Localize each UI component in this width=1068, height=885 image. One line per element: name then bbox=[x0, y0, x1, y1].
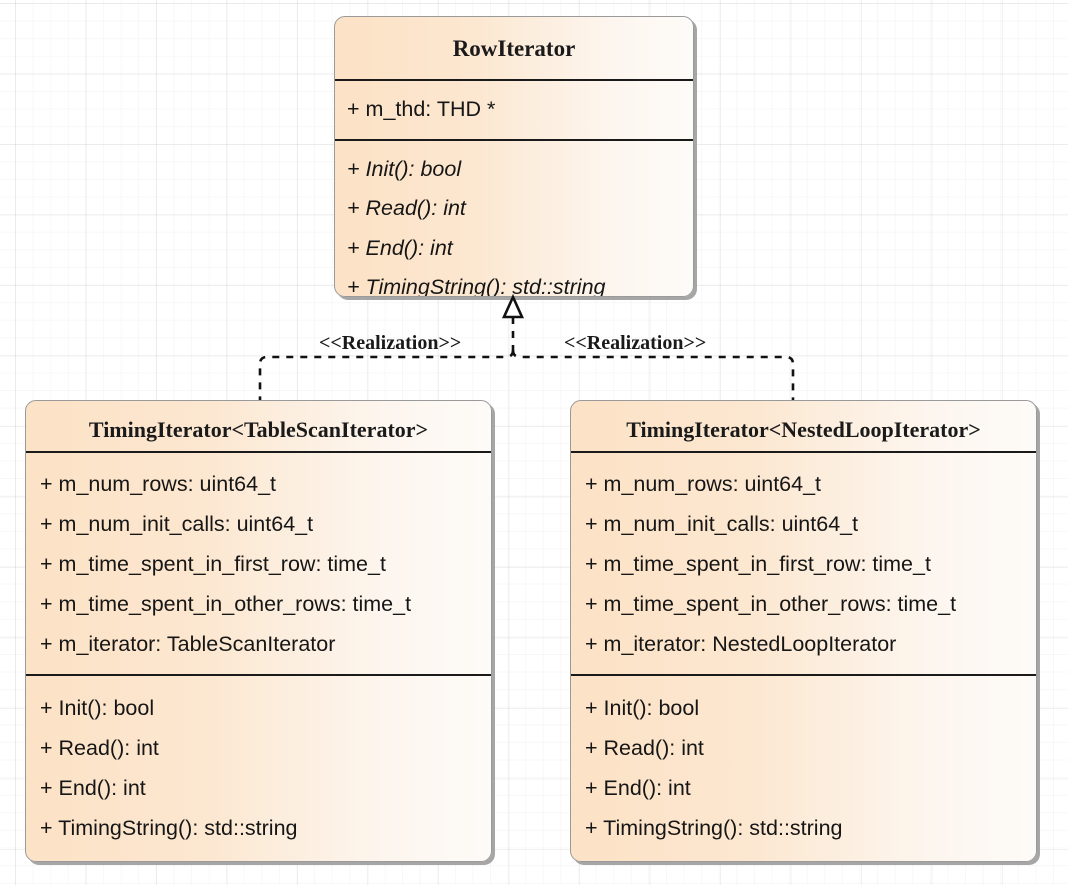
class-attribute: + m_time_spent_in_first_row: time_t bbox=[40, 552, 386, 576]
realization-line-nestedloop[interactable] bbox=[511, 349, 795, 400]
class-title-rowiterator: RowIterator bbox=[452, 36, 576, 61]
realization-stereotype-label-right: <<Realization>> bbox=[564, 332, 707, 354]
compartment-divider bbox=[26, 674, 491, 676]
class-title-timing-iterator-nestedloop: TimingIterator<NestedLoopIterator> bbox=[626, 417, 981, 442]
class-attribute: + m_num_rows: uint64_t bbox=[585, 472, 822, 496]
attributes-compartment: + m_num_rows: uint64_t + m_num_init_call… bbox=[26, 453, 491, 674]
compartment-divider bbox=[335, 138, 693, 141]
operations-compartment: + Init(): bool + Read(): int + End(): in… bbox=[335, 141, 693, 297]
class-operation: + Read(): int bbox=[40, 736, 159, 760]
operations-compartment: + Init(): bool + Read(): int + End(): in… bbox=[571, 676, 1036, 858]
attributes-compartment: + m_thd: THD * bbox=[335, 81, 693, 139]
class-operation: + Read(): int bbox=[347, 196, 466, 220]
class-operation: + End(): int bbox=[347, 235, 453, 260]
class-attribute: + m_thd: THD * bbox=[347, 97, 496, 121]
class-title-timing-iterator-tablescan: TimingIterator<TableScanIterator> bbox=[88, 417, 429, 442]
class-operation: + Init(): bool bbox=[585, 696, 700, 720]
compartment-divider bbox=[571, 674, 1036, 676]
class-operation: + TimingString(): std::string bbox=[347, 275, 606, 297]
class-attribute: + m_iterator: NestedLoopIterator bbox=[585, 632, 897, 656]
class-operation: + Init(): bool bbox=[40, 696, 155, 720]
class-attribute: + m_time_spent_in_other_rows: time_t bbox=[40, 592, 412, 616]
class-operation: + Read(): int bbox=[585, 736, 704, 760]
class-attribute: + m_num_rows: uint64_t bbox=[40, 472, 277, 496]
class-attribute: + m_time_spent_in_first_row: time_t bbox=[585, 552, 931, 576]
compartment-divider bbox=[571, 451, 1036, 453]
compartment-divider bbox=[335, 79, 693, 81]
attributes-compartment: + m_num_rows: uint64_t + m_num_init_call… bbox=[571, 453, 1036, 674]
operations-compartment: + Init(): bool + Read(): int + End(): in… bbox=[26, 676, 491, 858]
class-operation: + TimingString(): std::string bbox=[585, 816, 843, 840]
class-attribute: + m_time_spent_in_other_rows: time_t bbox=[585, 592, 957, 616]
class-box-timing-iterator-nestedloop[interactable]: TimingIterator<NestedLoopIterator> + m_n… bbox=[570, 400, 1037, 862]
class-operation: + TimingString(): std::string bbox=[40, 816, 298, 840]
realization-stereotype-label-left: <<Realization>> bbox=[319, 332, 462, 354]
compartment-divider bbox=[26, 451, 491, 453]
class-attribute: + m_num_init_calls: uint64_t bbox=[585, 512, 859, 536]
class-attribute: + m_iterator: TableScanIterator bbox=[40, 632, 336, 656]
class-operation: + End(): int bbox=[585, 776, 691, 800]
class-operation: + Init(): bool bbox=[347, 156, 462, 181]
realization-line-tablescan[interactable] bbox=[258, 349, 515, 400]
class-box-timing-iterator-tablescan[interactable]: TimingIterator<TableScanIterator> + m_nu… bbox=[25, 400, 492, 862]
class-attribute: + m_num_init_calls: uint64_t bbox=[40, 512, 314, 536]
class-box-rowiterator[interactable]: RowIterator + m_thd: THD * + Init(): boo… bbox=[334, 16, 694, 297]
class-operation: + End(): int bbox=[40, 776, 146, 800]
hollow-triangle-arrowhead-icon bbox=[501, 293, 525, 319]
